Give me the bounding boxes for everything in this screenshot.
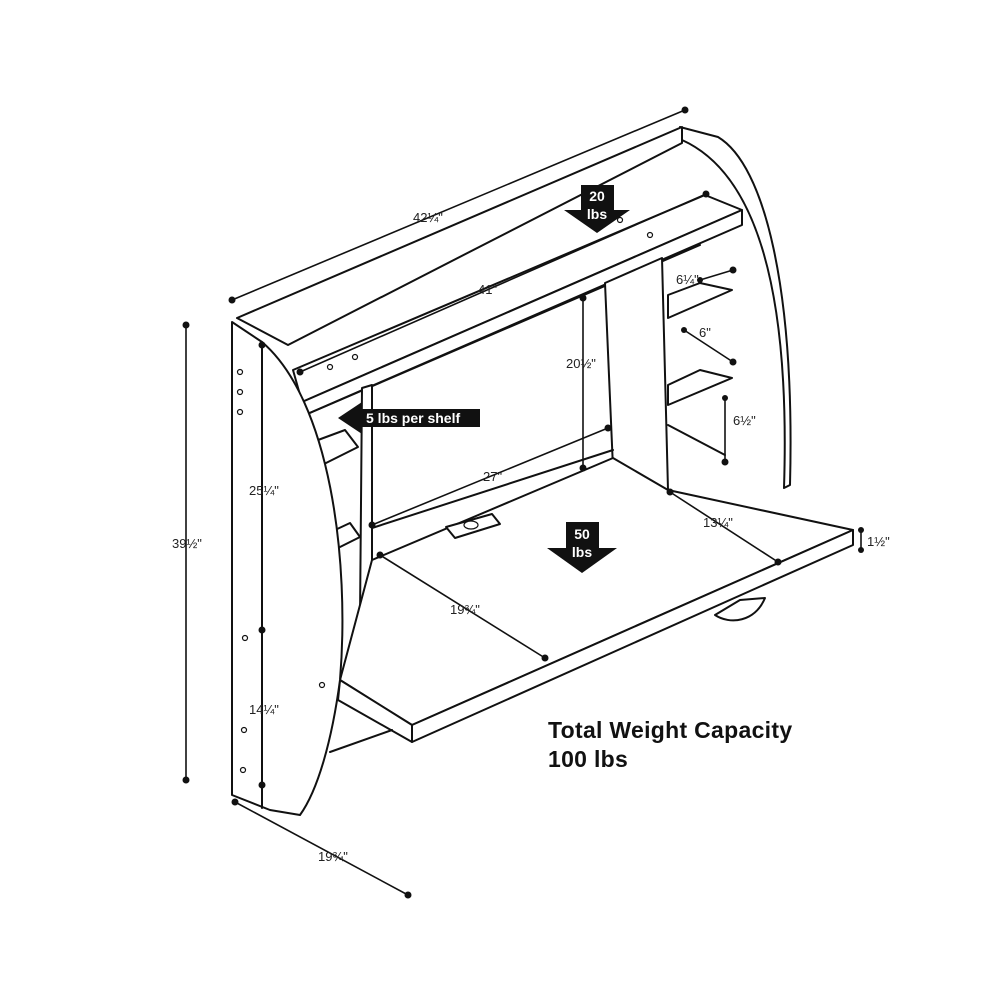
- load-desk-value: 50: [574, 526, 590, 542]
- back-wall-line-right: [667, 424, 726, 456]
- load-side-shelf-label: 5 lbs per shelf: [366, 410, 460, 426]
- total-capacity-caption: Total Weight Capacity 100 lbs: [548, 716, 792, 774]
- left-panel-holes: [236, 368, 326, 774]
- dim-inner-width: 27": [483, 469, 502, 484]
- dimension-lines: [182, 106, 864, 899]
- grommet-hole: [463, 520, 479, 530]
- dim-overall-depth: 19¾": [318, 849, 348, 864]
- down-arrow-icon: [564, 185, 630, 233]
- dim-top-shelf-width: 41": [478, 282, 497, 297]
- load-desk: 50 lbs: [547, 522, 617, 573]
- desk-underside: [329, 729, 393, 753]
- support-bracket: [714, 597, 766, 622]
- top-hutch-back: [236, 126, 683, 346]
- center-divider: [604, 257, 669, 491]
- right-shelf-lower: [667, 369, 733, 406]
- desk-surface: [339, 457, 854, 726]
- load-top-shelf-unit: lbs: [587, 206, 607, 222]
- top-shelf-screws: [326, 216, 654, 371]
- dim-shelf-spacing-low: 6½": [733, 413, 756, 428]
- left-side-panel: [231, 321, 344, 816]
- right-shelf-upper: [667, 282, 733, 319]
- dimension-labels: 42¼" 41" 6¼" 6" 6½" 20½" 27" 13¼" 1½" 19…: [172, 210, 890, 864]
- dim-overall-height: 39½": [172, 536, 202, 551]
- load-side-shelf: 5 lbs per shelf: [338, 402, 480, 434]
- dim-opening-height: 20½": [566, 356, 596, 371]
- dim-shelf-spacing-mid: 6": [699, 325, 711, 340]
- load-desk-unit: lbs: [572, 544, 592, 560]
- desk-illustration: [231, 126, 854, 816]
- load-top-shelf-value: 20: [589, 188, 605, 204]
- dim-upper-height: 25¼": [249, 483, 279, 498]
- right-side-panel: [679, 126, 792, 489]
- back-wall-line: [371, 449, 614, 529]
- down-arrow-icon: [547, 522, 617, 573]
- left-arrow-icon: [338, 402, 480, 434]
- caption-title: Total Weight Capacity: [548, 717, 793, 743]
- dim-lower-height: 14¼": [249, 702, 279, 717]
- dim-desk-thickness: 1½": [867, 534, 890, 549]
- load-top-shelf: 20 lbs: [564, 185, 630, 233]
- dim-desk-depth: 19¾": [450, 602, 480, 617]
- dim-shelf-spacing-top: 6¼": [676, 272, 699, 287]
- dim-right-compartment-depth: 13¼": [703, 515, 733, 530]
- caption-value: 100 lbs: [548, 746, 629, 772]
- dim-overall-width: 42¼": [413, 210, 443, 225]
